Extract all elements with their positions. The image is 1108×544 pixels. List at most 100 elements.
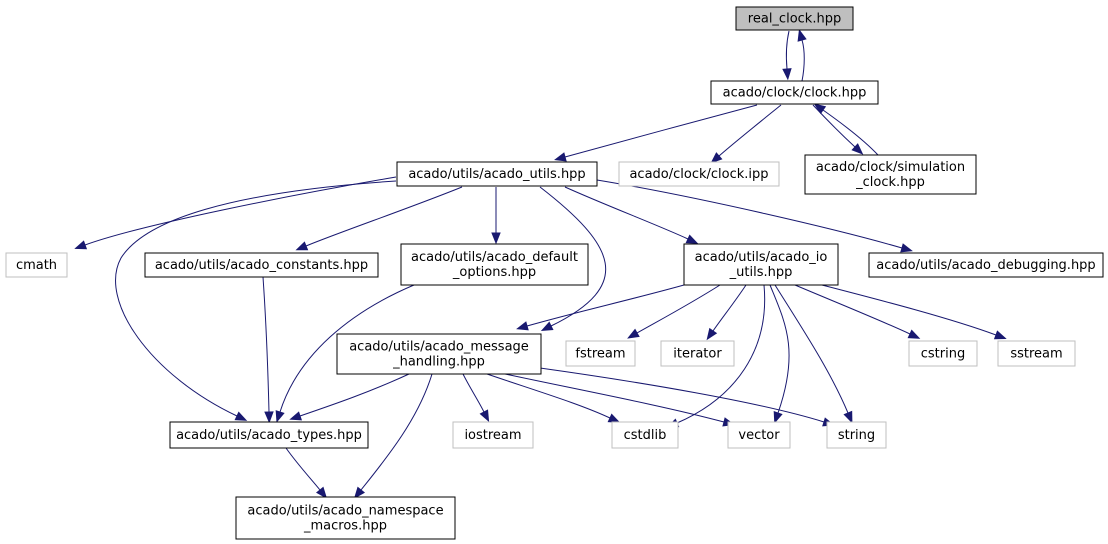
node-box [144, 252, 379, 278]
edge-layer [74, 29, 1007, 499]
node-box [396, 161, 598, 187]
node-box [735, 6, 854, 31]
edge-acado-io-utils-to-cstring [794, 284, 921, 339]
node-label: _utils.hpp [729, 265, 793, 280]
edge-acado-io-utils-to-string [774, 284, 853, 424]
edge-acado-utils-to-acado-io-utils [564, 186, 699, 244]
node-acado-constants[interactable]: acado/utils/acado_constants.hpp [144, 252, 379, 278]
node-box [660, 340, 735, 367]
node-box [5, 252, 68, 278]
node-label: _options.hpp [452, 265, 536, 280]
edge-acado-constants-to-acado-types [262, 276, 274, 424]
edge-acado-io-utils-to-vector [769, 284, 790, 424]
node-clock-ipp[interactable]: acado/clock/clock.ipp [618, 161, 780, 187]
node-iterator[interactable]: iterator [660, 340, 735, 367]
node-label: _handling.hpp [392, 355, 485, 370]
node-box [727, 421, 791, 449]
node-box [565, 340, 636, 367]
edge-acado-io-utils-to-fstream [627, 284, 721, 339]
node-acado-namespace-macros[interactable]: acado/utils/acado_namespace_macros.hpp [235, 496, 456, 540]
node-cstring[interactable]: cstring [908, 340, 978, 367]
node-label: acado/clock/clock.hpp [723, 86, 867, 101]
node-label: acado/utils/acado_types.hpp [176, 428, 362, 443]
edge-acado-utils-to-acado-message-handling [539, 186, 607, 332]
node-label: _clock.hpp [855, 175, 925, 190]
node-label: acado/utils/acado_utils.hpp [408, 167, 585, 182]
node-label: acado/utils/acado_namespace [247, 504, 443, 519]
node-box [618, 161, 780, 187]
node-acado-utils[interactable]: acado/utils/acado_utils.hpp [396, 161, 598, 187]
node-cstdlib[interactable]: cstdlib [611, 421, 679, 449]
node-acado-debugging[interactable]: acado/utils/acado_debugging.hpp [868, 252, 1104, 278]
node-box [235, 496, 456, 540]
node-iostream[interactable]: iostream [452, 421, 534, 449]
edge-clock-to-clock-ipp [710, 104, 782, 164]
node-simulation-clock[interactable]: acado/clock/simulation_clock.hpp [804, 154, 977, 195]
edge-acado-io-utils-to-acado-message-handling [516, 284, 685, 331]
node-real-clock[interactable]: real_clock.hpp [735, 6, 854, 31]
node-label: _macros.hpp [303, 519, 387, 534]
edge-acado-utils-to-cmath [74, 176, 397, 250]
node-label: acado/utils/acado_io [695, 250, 828, 265]
edge-acado-utils-to-acado-default-options [491, 187, 501, 245]
node-acado-default-options[interactable]: acado/utils/acado_default_options.hpp [400, 243, 589, 286]
node-label: cstring [921, 347, 965, 362]
node-label: iostream [464, 428, 521, 443]
edge-acado-utils-to-acado-debugging [596, 179, 913, 253]
node-label: acado/utils/acado_default [411, 250, 578, 265]
node-box [452, 421, 534, 449]
node-box [710, 80, 879, 105]
edge-acado-message-handling-to-acado-types [289, 373, 410, 421]
node-label: acado/utils/acado_message [349, 340, 529, 355]
node-box [169, 421, 369, 449]
node-fstream[interactable]: fstream [565, 340, 636, 367]
edge-acado-types-to-acado-namespace-macros [285, 447, 328, 499]
edge-acado-message-handling-to-iostream [462, 373, 490, 423]
node-clock[interactable]: acado/clock/clock.hpp [710, 80, 879, 105]
edge-simulation-clock-to-clock [813, 103, 879, 156]
node-label: acado/utils/acado_debugging.hpp [876, 258, 1095, 273]
node-label: sstream [1010, 347, 1062, 362]
edge-acado-message-handling-to-cstdlib [486, 373, 621, 423]
node-string[interactable]: string [826, 421, 887, 449]
node-box [826, 421, 887, 449]
node-label: acado/clock/simulation [816, 160, 965, 175]
edge-clock-to-simulation-clock [812, 104, 864, 155]
edge-acado-default-options-to-acado-types [275, 284, 415, 423]
edge-acado-message-handling-to-vector [504, 373, 735, 427]
node-label: acado/clock/clock.ipp [629, 167, 768, 182]
edge-acado-utils-to-acado-types [115, 180, 397, 421]
node-sstream[interactable]: sstream [997, 340, 1076, 367]
node-box [336, 333, 542, 375]
node-label: real_clock.hpp [748, 12, 841, 27]
node-label: cmath [16, 258, 57, 273]
node-box [683, 243, 839, 286]
edge-acado-message-handling-to-acado-namespace-macros [353, 373, 433, 499]
edge-clock-to-acado-utils [554, 104, 758, 162]
node-box [400, 243, 589, 286]
node-box [611, 421, 679, 449]
node-label: string [838, 428, 875, 443]
node-acado-message-handling[interactable]: acado/utils/acado_message_handling.hpp [336, 333, 542, 375]
edge-real-clock-to-clock [782, 30, 792, 81]
node-label: fstream [575, 347, 625, 362]
node-label: acado/utils/acado_constants.hpp [155, 258, 368, 273]
node-acado-types[interactable]: acado/utils/acado_types.hpp [169, 421, 369, 449]
node-label: cstdlib [624, 428, 667, 443]
node-cmath[interactable]: cmath [5, 252, 68, 278]
edge-acado-message-handling-to-string [539, 367, 835, 427]
node-layer: real_clock.hpp acado/clock/clock.hpp acado… [5, 6, 1104, 540]
edge-acado-utils-to-acado-constants [295, 186, 463, 251]
node-box [908, 340, 978, 367]
edge-clock-to-real-clock [797, 29, 807, 82]
node-box [868, 252, 1104, 278]
node-vector[interactable]: vector [727, 421, 791, 449]
edge-acado-io-utils-to-sstream [821, 284, 1007, 340]
node-box [997, 340, 1076, 367]
node-acado-io-utils[interactable]: acado/utils/acado_io_utils.hpp [683, 243, 839, 286]
node-box [804, 154, 977, 195]
edge-acado-io-utils-to-iterator [706, 284, 747, 341]
node-label: iterator [673, 347, 722, 362]
node-label: vector [738, 428, 780, 443]
